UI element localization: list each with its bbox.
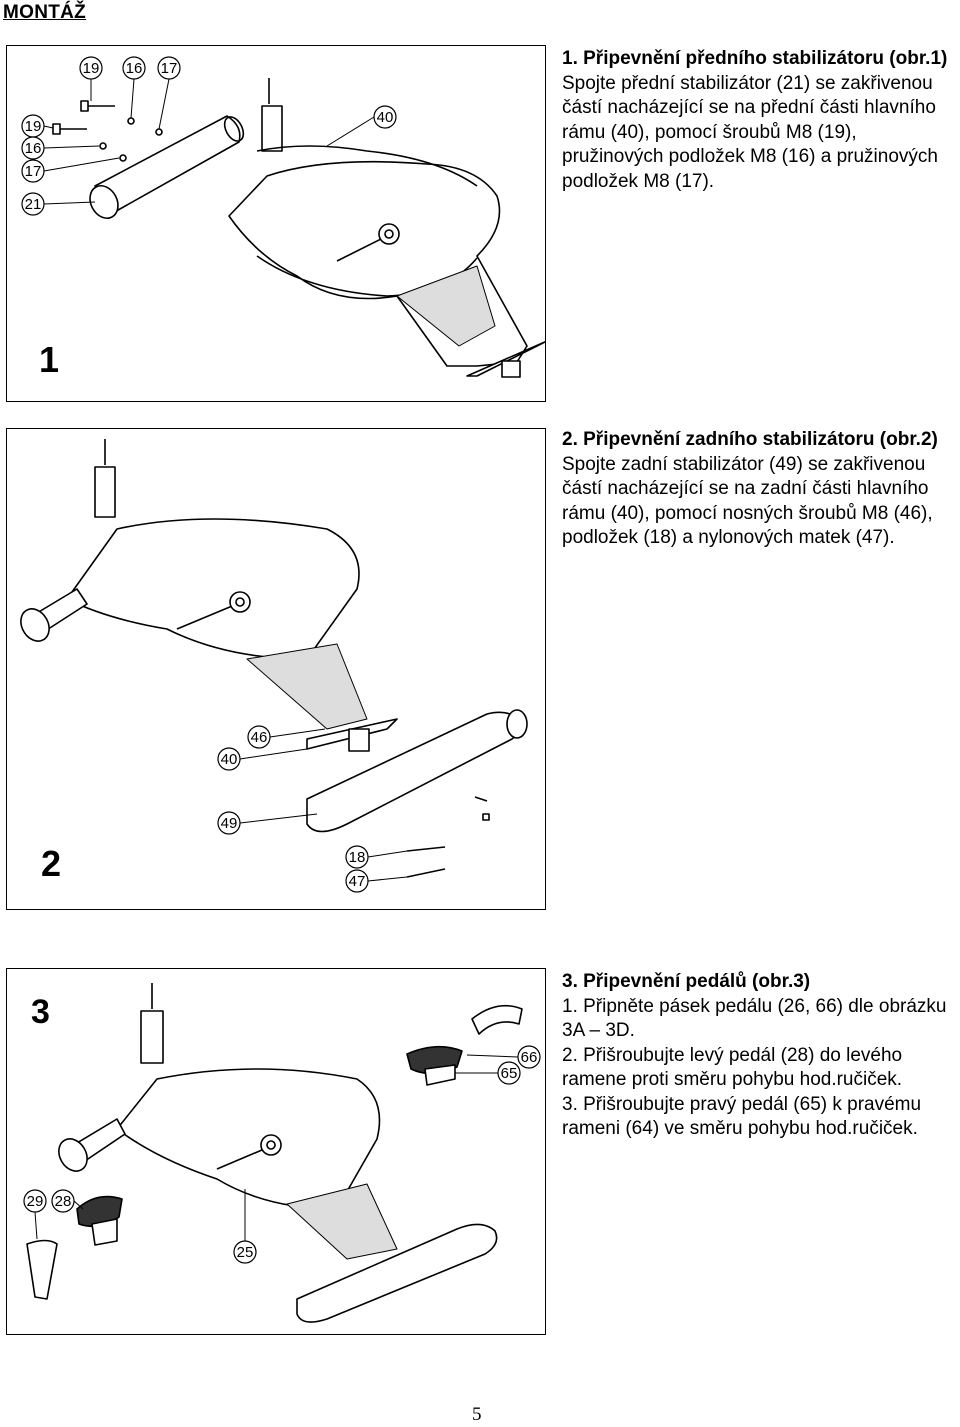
section-body: Spojte zadní stabilizátor (49) se zakřiv… [562,453,933,549]
section-title: 1. Připevnění předního stabilizátoru (ob… [562,48,948,69]
section-pedals: 3. Připevnění pedálů (obr.3) 1. Připněte… [562,970,958,1142]
section-rear-stabilizer: 2. Připevnění zadního stabilizátoru (obr… [562,428,958,551]
step-3: 3. Přišroubujte pravý pedál (65) k pravé… [562,1093,922,1140]
callout-label: 19 [25,118,42,135]
callout-label: 19 [83,60,100,77]
callout-label: 16 [25,140,42,157]
figure-number: 3 [31,993,50,1031]
section-title: 3. Připevnění pedálů (obr.3) [562,971,811,992]
step-1: 1. Připněte pásek pedálu (26, 66) dle ob… [562,995,947,1042]
figure-2: 46 40 49 18 47 2 [6,428,546,910]
figure-2-drawing: 46 40 49 18 47 2 [20,439,528,893]
callout-label: 18 [349,849,366,866]
figure-3-drawing: 66 65 29 28 25 3 [23,983,541,1323]
figure-number: 1 [39,339,59,380]
callout-label: 29 [27,1193,44,1210]
callout-label: 25 [237,1244,254,1261]
figure-1-drawing: 19 16 17 19 16 17 21 40 1 [21,56,545,380]
callout-label: 17 [161,60,178,77]
step-2: 2. Přišroubujte levý pedál (28) do levéh… [562,1044,903,1091]
figure-number: 2 [41,843,61,884]
page-heading: MONTÁŽ [3,2,87,23]
callout-label: 49 [221,815,238,832]
callout-label: 17 [25,163,42,180]
page-number: 5 [472,1404,482,1425]
callout-label: 21 [25,196,42,213]
callout-label: 40 [221,751,238,768]
callout-label: 40 [377,109,394,126]
callout-label: 16 [126,60,143,77]
section-front-stabilizer: 1. Připevnění předního stabilizátoru (ob… [562,47,958,194]
callout-label: 66 [521,1049,538,1066]
callout-label: 65 [501,1065,518,1082]
figure-3: 66 65 29 28 25 3 [6,968,546,1335]
figure-1: 19 16 17 19 16 17 21 40 1 [6,45,546,402]
callout-label: 47 [349,873,366,890]
callout-label: 46 [251,729,268,746]
section-body: Spojte přední stabilizátor (21) se zakři… [562,72,938,192]
callout-label: 28 [55,1193,72,1210]
section-title: 2. Připevnění zadního stabilizátoru (obr… [562,429,938,450]
